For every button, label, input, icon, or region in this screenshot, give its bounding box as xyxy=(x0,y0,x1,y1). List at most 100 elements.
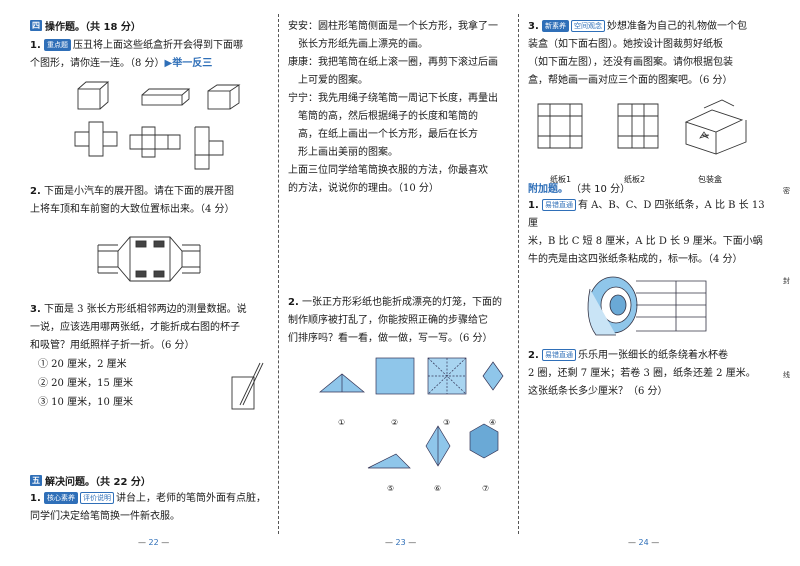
question-text: 有 A、B、C、D 四张纸条，A 比 B 长 13 厘 xyxy=(528,200,765,229)
seal-line-char: 线 xyxy=(783,371,790,379)
dialogue-line: 上面三位同学给笔筒换衣服的方法，你最喜欢 xyxy=(288,165,488,176)
question-1: 1. 重点题压丑将上面这些纸盒折开会得到下面哪 个图形，请你连一连。（8 分）▶… xyxy=(30,37,270,73)
dialogue: 安安：圆柱形笔筒侧面是一个长方形，我拿了一 张长方形纸先画上漂亮的画。 康康：我… xyxy=(288,18,516,198)
question-text: 同学们决定给笔筒换一件新衣服。 xyxy=(30,511,180,522)
question-text: 上将车顶和车前窗的大致位置标出来。（4 分） xyxy=(30,204,235,215)
question-number: 2. xyxy=(528,350,539,361)
dialogue-line: 的方法，说说你的理由。（10 分） xyxy=(288,183,439,194)
question-number: 3. xyxy=(528,21,539,32)
question-3: 3. 下面是 3 张长方形纸相邻两边的测量数据。说 一说，应该选用哪两张纸，才能… xyxy=(30,301,270,355)
cup-and-straw-illustration xyxy=(231,362,264,410)
key-tag: 重点题 xyxy=(43,39,71,51)
option-2: ② 20 厘米，15 厘米 xyxy=(38,378,133,389)
question-text: 妙想准备为自己的礼物做一个包 xyxy=(606,21,747,32)
question-number: 1. xyxy=(528,200,539,211)
dialogue-line: 笔筒的高，然后根据绳子的长度和笔筒的 xyxy=(298,111,478,122)
question-text: 讲台上，老师的笔筒外面有点脏， xyxy=(115,493,266,504)
page-number-value: 23 xyxy=(395,538,406,547)
question-text: 米，B 比 C 短 8 厘米，A 比 D 长 9 厘米。下面小蜗 xyxy=(528,236,763,247)
page-number-value: 24 xyxy=(638,538,649,547)
step-label: ⑦ xyxy=(482,484,490,493)
lantern-steps-illustration xyxy=(319,357,504,469)
extra-question-2: 2. 易错直通乐乐用一张细长的纸条绕着水杯卷 2 圈，还剩 7 厘米；若卷 3 … xyxy=(528,347,773,401)
page-middle: 安安：圆柱形笔筒侧面是一个长方形，我拿了一 张长方形纸先画上漂亮的画。 康康：我… xyxy=(288,18,516,504)
step-label: ⑤ xyxy=(387,484,395,493)
question-text: 乐乐用一张细长的纸条绕着水杯卷 xyxy=(577,350,728,361)
page-number-middle: — 23 — xyxy=(385,538,417,547)
dialogue-line: 张长方形纸先画上漂亮的画。 xyxy=(298,39,428,50)
question-number: 2. xyxy=(288,297,299,308)
practice-link[interactable]: ▶举一反三 xyxy=(164,58,213,69)
extra-question-1: 1. 易错直通有 A、B、C、D 四张纸条，A 比 B 长 13 厘 米，B 比… xyxy=(528,197,773,269)
page-number-value: 22 xyxy=(148,538,159,547)
dialogue-line: 安安：圆柱形笔筒侧面是一个长方形，我拿了一 xyxy=(288,21,498,32)
step-label: ④ xyxy=(489,418,497,427)
extra-section-header: 附加题。 （共 10 分） xyxy=(528,180,773,195)
seal-line-char: 封 xyxy=(783,277,790,285)
caption-board-1: 纸板1 xyxy=(550,175,572,184)
section-number: 五 xyxy=(30,475,42,486)
column-divider-left xyxy=(278,14,279,534)
dialogue-line: 高，在纸上画出一个长方形，最后在长方 xyxy=(298,129,478,140)
extra-score: （共 10 分） xyxy=(571,184,631,195)
snail-illustration xyxy=(587,276,707,336)
question-text: 牛的壳是由这四张纸条粘成的，标一标。（4 分） xyxy=(528,254,743,265)
question-text: 这张纸条长多少厘米？（6 分） xyxy=(528,386,668,397)
car-net-illustration xyxy=(97,236,201,282)
column-divider-right xyxy=(518,14,519,534)
question-4: 1. 核心素养评价说明讲台上，老师的笔筒外面有点脏， 同学们决定给笔筒换一件新衣… xyxy=(30,490,270,526)
extra-title: 附加题。 xyxy=(528,184,568,195)
option-list: ① 20 厘米，2 厘米 ② 20 厘米，15 厘米 ③ 10 厘米，10 厘米 xyxy=(30,355,270,419)
question-number: 1. xyxy=(30,40,41,51)
caption-board-2: 纸板2 xyxy=(624,175,646,184)
question-text: 下面是小汽车的展开图。请在下面的展开图 xyxy=(43,186,234,197)
question-number: 1. xyxy=(30,493,41,504)
page-number-left: — 22 — xyxy=(138,538,170,547)
question-text: 下面是 3 张长方形纸相邻两边的测量数据。说 xyxy=(43,304,247,315)
step-label: ③ xyxy=(443,418,451,427)
question-box: 3. 新素养空间观念妙想准备为自己的礼物做一个包 装盒（如下面右图）。她按设计图… xyxy=(528,18,773,90)
question-text: 个图形，请你连一连。（8 分） xyxy=(30,58,165,69)
step-label: ⑥ xyxy=(434,484,442,493)
page-left: 四 操作题。（共 18 分） 1. 重点题压丑将上面这些纸盒折开会得到下面哪 个… xyxy=(30,18,270,526)
seal-line-char: 密 xyxy=(783,187,790,195)
dialogue-line: 形上画出美丽的图案。 xyxy=(298,147,398,158)
page-number-right: — 24 — xyxy=(628,538,660,547)
gift-box-illustration xyxy=(537,99,747,155)
question-text: 和吸管？用纸照样子折一折。（6 分） xyxy=(30,340,195,351)
question-text: 一说，应该选用哪两张纸，才能折成右图的杯子 xyxy=(30,322,240,333)
step-label: ① xyxy=(338,418,346,427)
question-number: 2. xyxy=(30,186,41,197)
dialogue-line: 宁宁：我先用绳子绕笔筒一周记下长度，再量出 xyxy=(288,93,498,104)
space-tag: 空间观念 xyxy=(570,20,605,32)
question-2: 2. 下面是小汽车的展开图。请在下面的展开图 上将车顶和车前窗的大致位置标出来。… xyxy=(30,183,270,219)
box-net-illustration xyxy=(74,81,241,170)
error-tag: 易错直通 xyxy=(541,199,576,211)
section-4-header: 四 操作题。（共 18 分） xyxy=(30,18,270,33)
question-text: 们排序吗？看一看，做一做，写一写。（6 分） xyxy=(288,333,493,344)
page-right: 3. 新素养空间观念妙想准备为自己的礼物做一个包 装盒（如下面右图）。她按设计图… xyxy=(528,18,773,401)
section-title: 操作题。（共 18 分） xyxy=(45,22,141,33)
question-lantern: 2. 一张正方形彩纸也能折成漂亮的灯笼，下面的 制作顺序被打乱了，你能按照正确的… xyxy=(288,294,516,348)
question-text: 盒，帮她画一画对应三个面的图案吧。（6 分） xyxy=(528,75,733,86)
section-number: 四 xyxy=(30,20,42,31)
new-tag: 新素养 xyxy=(541,20,569,32)
question-text: 制作顺序被打乱了，你能按照正确的步骤给它 xyxy=(288,315,488,326)
error-tag: 易错直通 xyxy=(541,349,576,361)
question-number: 3. xyxy=(30,304,41,315)
question-text: 一张正方形彩纸也能折成漂亮的灯笼，下面的 xyxy=(301,297,502,308)
dialogue-line: 康康：我把笔筒在纸上滚一圈，再剪下滚过后画 xyxy=(288,57,498,68)
dialogue-line: 上可爱的图案。 xyxy=(298,75,368,86)
question-text: （如下面左图），还没有画图案。请你根据包装 xyxy=(528,57,733,68)
step-label: ② xyxy=(391,418,399,427)
eval-tag: 评价说明 xyxy=(79,492,114,504)
core-tag: 核心素养 xyxy=(43,492,78,504)
question-text: 压丑将上面这些纸盒折开会得到下面哪 xyxy=(72,40,243,51)
option-1: ① 20 厘米，2 厘米 xyxy=(38,359,127,370)
question-text: 2 圈，还剩 7 厘米；若卷 3 圈，纸条还差 2 厘米。 xyxy=(528,368,756,379)
section-5-header: 五 解决问题。（共 22 分） xyxy=(30,473,270,488)
question-text: 装盒（如下面右图）。她按设计图裁剪好纸板 xyxy=(528,39,723,50)
caption-gift-box: 包装盒 xyxy=(698,175,722,184)
section-title: 解决问题。（共 22 分） xyxy=(45,477,151,488)
option-3: ③ 10 厘米，10 厘米 xyxy=(38,397,133,408)
